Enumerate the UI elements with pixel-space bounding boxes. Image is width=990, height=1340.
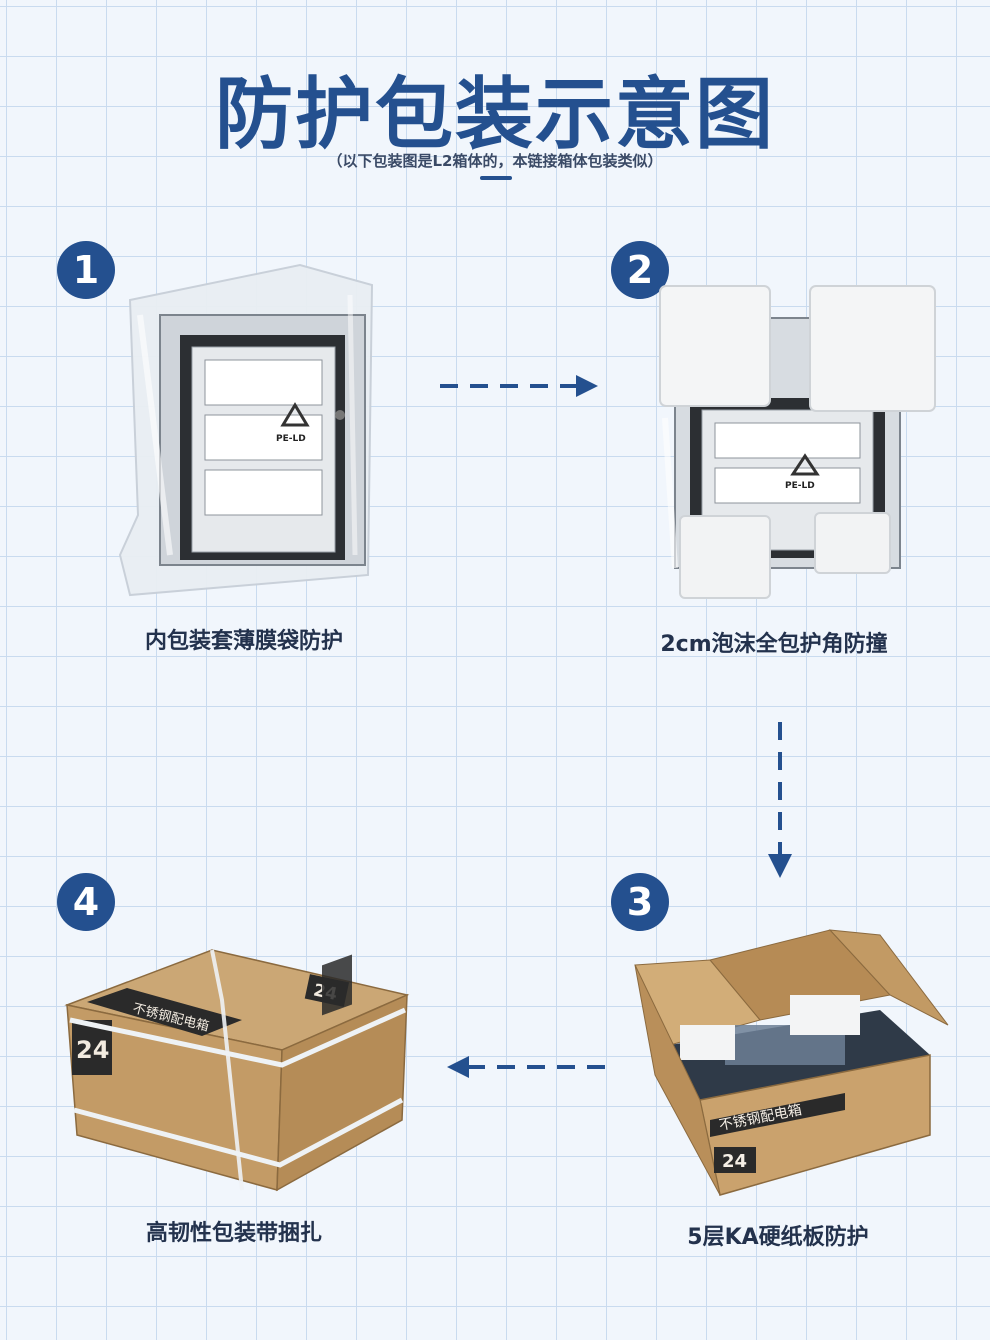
step-2-recycle-code: PE-LD	[785, 481, 815, 491]
step-2-badge: 2	[611, 241, 669, 299]
step-4-photo-strapped-carton: 不锈钢配电箱 24 24	[64, 949, 410, 1192]
arrow-left-icon	[447, 1056, 605, 1078]
title-underline	[480, 176, 512, 180]
step-3-box-number: 24	[722, 1151, 747, 1172]
step-3-caption: 5层KA硬纸板防护	[687, 1225, 869, 1250]
page-subtitle: （以下包装图是L2箱体的，本链接箱体包装类似）	[327, 152, 663, 170]
step-4-box-number-front: 24	[76, 1036, 109, 1064]
page-title: 防护包装示意图	[214, 70, 775, 160]
step-2-photo-foam-corners: PE-LD	[659, 285, 936, 599]
step-1-photo-film-wrapped-cabinet: PE-LD	[118, 263, 374, 597]
step-3-photo-open-carton: 不锈钢配电箱 24	[634, 929, 949, 1196]
step-4-badge: 4	[57, 873, 115, 931]
arrow-right-icon	[440, 375, 598, 397]
step-1-badge: 1	[57, 241, 115, 299]
step-3-badge: 3	[611, 873, 669, 931]
arrow-down-icon	[768, 722, 792, 878]
step-1-recycle-code: PE-LD	[276, 434, 306, 444]
step-4-caption: 高韧性包装带捆扎	[145, 1221, 322, 1246]
step-2-caption: 2cm泡沫全包护角防撞	[660, 632, 888, 657]
step-1-caption: 内包装套薄膜袋防护	[144, 629, 343, 654]
